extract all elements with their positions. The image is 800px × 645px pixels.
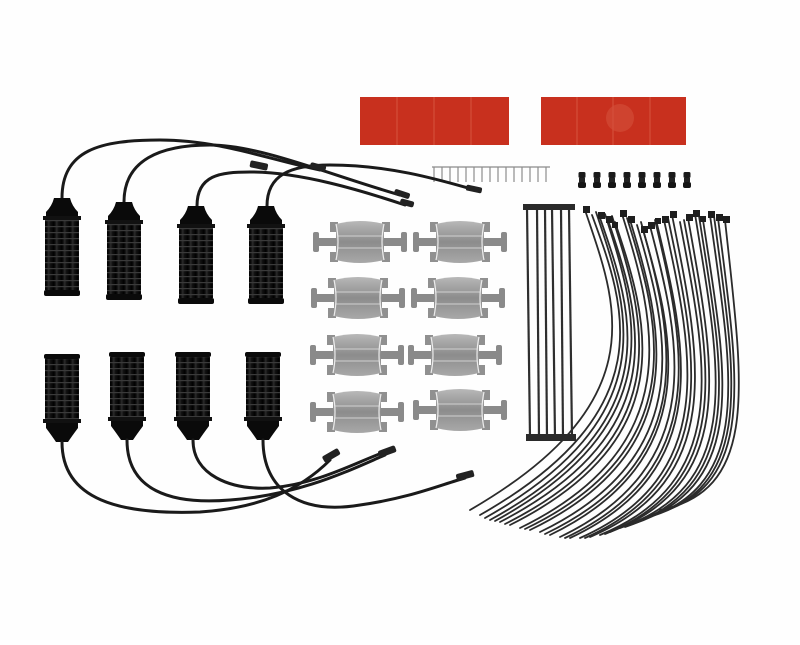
curved-cable-ties (469, 209, 740, 539)
top-connectors (249, 160, 483, 208)
top-cables (60, 138, 477, 208)
red-pads (360, 97, 686, 145)
long-tie-heads (523, 204, 576, 441)
bottom-cables (60, 438, 467, 514)
bottom-connectors (322, 445, 475, 481)
long-cable-ties (525, 207, 574, 439)
curved-tie-heads (583, 206, 730, 233)
